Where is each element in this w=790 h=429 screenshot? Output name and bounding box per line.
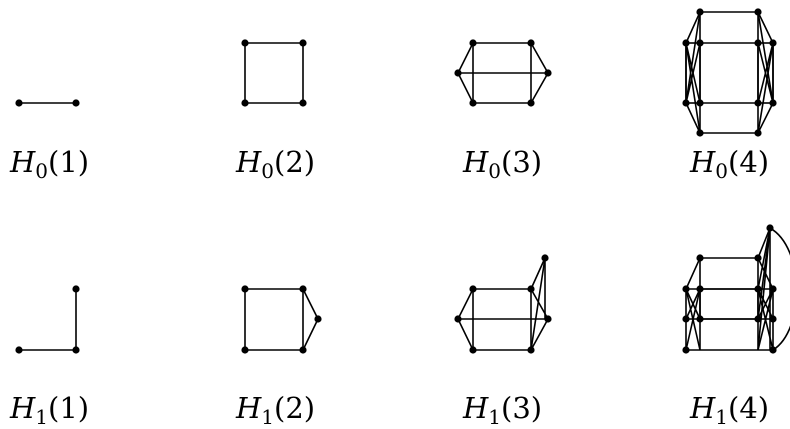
edge xyxy=(302,288,319,320)
vertex xyxy=(541,254,549,262)
vertex xyxy=(527,346,535,354)
vertex xyxy=(696,39,704,47)
edge xyxy=(685,288,701,320)
vertex xyxy=(754,8,762,16)
vertex xyxy=(769,39,777,47)
edge xyxy=(685,11,701,104)
vertex xyxy=(544,69,552,77)
edge xyxy=(530,257,546,290)
vertex xyxy=(544,315,552,323)
vertex xyxy=(682,285,690,293)
vertex xyxy=(469,285,477,293)
edge xyxy=(757,42,774,134)
caption-h1-1: H1(1) xyxy=(10,391,90,429)
vertex xyxy=(241,39,249,47)
caption-h1-3: H1(3) xyxy=(463,391,543,429)
vertex xyxy=(299,99,307,107)
vertex xyxy=(766,224,774,232)
vertex xyxy=(696,99,704,107)
edge xyxy=(757,227,771,259)
caption-h0-1: H0(1) xyxy=(10,145,90,183)
vertex xyxy=(527,99,535,107)
edge xyxy=(757,227,771,351)
vertex xyxy=(754,129,762,137)
vertex xyxy=(454,69,462,77)
caption-h0-3: H0(3) xyxy=(463,145,543,183)
edge xyxy=(302,318,319,351)
vertex xyxy=(299,346,307,354)
vertex xyxy=(241,346,249,354)
vertex xyxy=(241,99,249,107)
vertex xyxy=(682,39,690,47)
vertex xyxy=(299,285,307,293)
vertex xyxy=(314,315,322,323)
vertex xyxy=(696,254,704,262)
vertex xyxy=(769,99,777,107)
vertex xyxy=(469,99,477,107)
vertex xyxy=(769,346,777,354)
vertex xyxy=(754,254,762,262)
vertex xyxy=(769,285,777,293)
vertex xyxy=(469,346,477,354)
vertex xyxy=(682,346,690,354)
vertex xyxy=(454,315,462,323)
edge xyxy=(685,42,701,134)
vertex xyxy=(469,39,477,47)
curved-edge xyxy=(769,227,790,351)
caption-h0-2: H0(2) xyxy=(236,145,316,183)
vertex xyxy=(15,99,23,107)
vertex xyxy=(72,346,80,354)
vertex xyxy=(299,39,307,47)
vertex xyxy=(15,346,23,354)
caption-h1-4: H1(4) xyxy=(690,391,770,429)
inner-frame xyxy=(699,288,759,320)
vertex xyxy=(754,39,762,47)
vertex xyxy=(682,99,690,107)
vertex xyxy=(682,315,690,323)
vertex xyxy=(241,285,249,293)
vertex xyxy=(72,285,80,293)
edge xyxy=(757,11,774,104)
vertex xyxy=(754,285,762,293)
edge xyxy=(757,42,774,104)
vertex xyxy=(696,8,704,16)
vertex xyxy=(527,285,535,293)
caption-h1-2: H1(2) xyxy=(236,391,316,429)
vertex xyxy=(754,315,762,323)
vertex xyxy=(754,99,762,107)
edge xyxy=(530,257,546,351)
vertex xyxy=(696,315,704,323)
vertex xyxy=(769,315,777,323)
vertex xyxy=(72,99,80,107)
caption-h0-4: H0(4) xyxy=(690,145,770,183)
vertex xyxy=(527,39,535,47)
vertex xyxy=(696,285,704,293)
vertex xyxy=(696,129,704,137)
